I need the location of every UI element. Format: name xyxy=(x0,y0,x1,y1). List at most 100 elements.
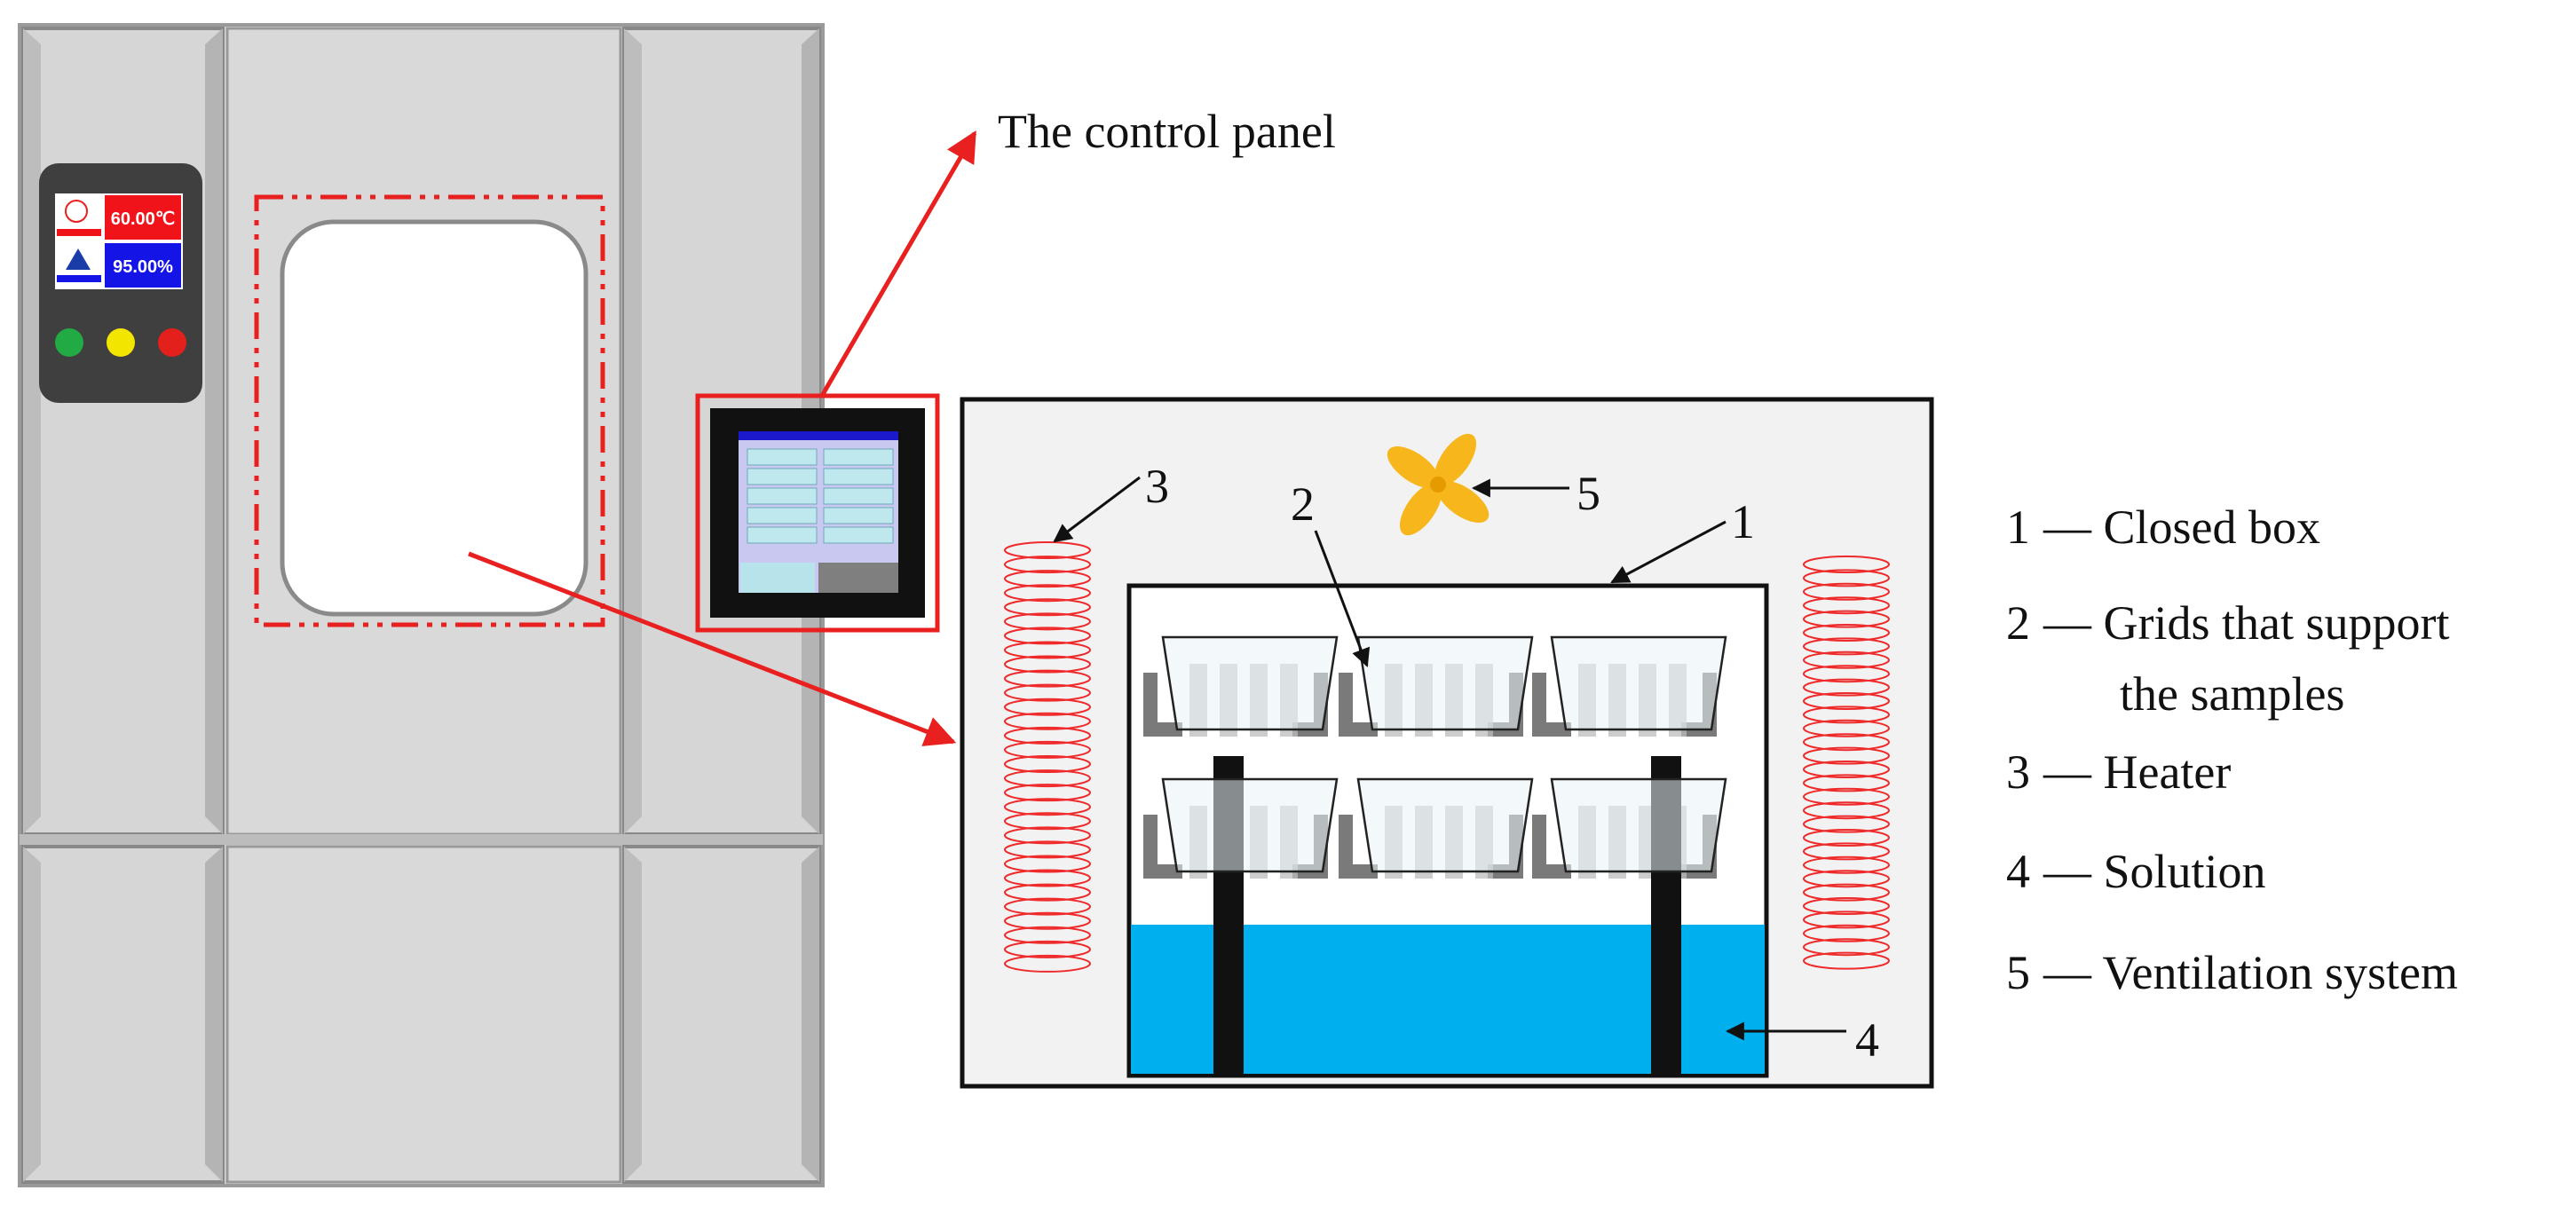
legend-text: — Ventilation system xyxy=(2043,946,2458,999)
heater-coil-loop xyxy=(1004,911,1091,930)
heater-coil-loop xyxy=(1803,870,1890,888)
callout-number-4: 4 xyxy=(1855,1013,1879,1067)
legend-number: 1 xyxy=(2006,501,2030,554)
heater-right xyxy=(1803,556,1890,970)
heater-coil-loop xyxy=(1004,883,1091,902)
heater-coil-loop xyxy=(1004,641,1091,659)
panel-bevel xyxy=(23,28,41,834)
fan-blade xyxy=(1436,481,1489,523)
control-screen-cell xyxy=(823,487,894,505)
callout-arrow-2 xyxy=(1314,530,1371,667)
grid-bracket xyxy=(1143,673,1158,737)
heater-coil-loop xyxy=(1004,740,1091,759)
grid-bracket xyxy=(1339,673,1353,737)
heater-coil-loop xyxy=(1004,954,1091,973)
heater-coil-loop xyxy=(1803,855,1890,874)
panel-bevel xyxy=(624,847,642,1182)
grid-bracket xyxy=(1339,864,1378,879)
heater-coil-loop xyxy=(1004,726,1091,745)
status-bar-blue xyxy=(57,275,101,282)
heater-coil-loop xyxy=(1004,669,1091,688)
heater-coil-loop xyxy=(1803,650,1890,669)
heater-coil-loop xyxy=(1803,761,1890,778)
heater-coil-loop xyxy=(1803,582,1890,601)
heater-coil-loop xyxy=(1004,940,1091,958)
control-screen-button-left xyxy=(740,563,815,593)
heater-coil-loop xyxy=(1004,712,1091,730)
sample-container xyxy=(1356,777,1534,873)
heater-coil-loop xyxy=(1803,951,1890,970)
sample-containers xyxy=(1161,635,1727,873)
cabinet: 60.00℃ 95.00% xyxy=(18,23,825,1187)
fan-blade xyxy=(1400,483,1442,536)
heater-coil-loop xyxy=(1004,541,1091,559)
heater-coil-loop xyxy=(1803,678,1890,697)
temperature-readout-bg xyxy=(105,195,181,240)
temperature-readout: 60.00℃ xyxy=(111,209,176,229)
legend-text: — Solution xyxy=(2043,845,2266,898)
heater-coil-loop xyxy=(1803,596,1890,615)
heater-coil-loop xyxy=(1803,610,1890,628)
heater-coil-loop xyxy=(1803,842,1890,861)
heater-coil-loop xyxy=(1004,698,1091,716)
observation-window xyxy=(280,219,589,617)
control-screen-cell xyxy=(823,526,894,544)
legend-item-5: 5 — Ventilation system xyxy=(2006,946,2458,999)
control-panel-highlight xyxy=(695,393,940,633)
heater-coil-loop xyxy=(1004,840,1091,859)
heater-coil-loop xyxy=(1803,829,1890,847)
panel-bevel xyxy=(802,847,819,1182)
window-zoom-arrow xyxy=(468,551,957,746)
heater-coil-loop xyxy=(1803,624,1890,642)
heater-coil-loop xyxy=(1803,883,1890,902)
legend-number: 2 xyxy=(2006,596,2030,650)
heater-coil-loop xyxy=(1004,926,1091,944)
control-screen-header xyxy=(739,431,898,440)
control-screen-cell xyxy=(747,507,818,524)
heater-coil-loop xyxy=(1803,774,1890,792)
heater-coil-loop xyxy=(1004,812,1091,831)
fan-icon xyxy=(1387,433,1489,536)
control-screen-cell xyxy=(747,526,818,544)
heater-coil-loop xyxy=(1803,733,1890,752)
legend-text-continued: the samples xyxy=(2120,667,2344,721)
cabinet-separator xyxy=(20,834,823,845)
legend-item-3: 3 — Heater xyxy=(2006,745,2231,799)
callout-number-1: 1 xyxy=(1731,495,1755,548)
heater-coil-loop xyxy=(1004,627,1091,645)
indicator-light-red xyxy=(158,328,186,357)
control-screen-button-right xyxy=(818,563,898,593)
heater-coil-loop xyxy=(1004,855,1091,873)
legend: 1 — Closed box 2 — Grids that support th… xyxy=(2006,501,2458,999)
humidity-icon xyxy=(66,248,91,270)
grid-bracket xyxy=(1143,864,1182,879)
legend-number: 5 xyxy=(2006,946,2030,999)
heater-coil-loop xyxy=(1004,897,1091,916)
grid-bracket xyxy=(1339,815,1353,879)
fan-blade xyxy=(1387,446,1440,488)
heater-coil-loop xyxy=(1004,584,1091,603)
heater-coil-loop xyxy=(1004,598,1091,617)
heater-coil-loop xyxy=(1803,924,1890,942)
interior-detail: 3 2 5 1 4 xyxy=(960,397,1934,1089)
fan-blade xyxy=(1434,433,1476,486)
heater-coil-loop xyxy=(1803,746,1890,765)
control-screen-cell xyxy=(823,507,894,524)
heater-coil-loop xyxy=(1803,556,1890,573)
status-display: 60.00℃ 95.00% xyxy=(39,163,202,403)
heater-left xyxy=(1004,541,1091,973)
heater-coil-loop xyxy=(1004,869,1091,887)
panel-bevel xyxy=(23,847,41,1182)
heater-coil-loop xyxy=(1803,938,1890,957)
callout-number-5: 5 xyxy=(1576,467,1600,520)
panel-bevel xyxy=(624,28,642,834)
cabinet-upper-left-panel xyxy=(21,27,225,836)
control-screen-grid xyxy=(747,448,894,544)
grid-bracket xyxy=(1532,815,1546,879)
heater-coil-loop xyxy=(1004,570,1091,588)
heater-coil-loop xyxy=(1004,826,1091,845)
indicator-light-green xyxy=(55,328,83,357)
heater-coil-loop xyxy=(1004,655,1091,674)
control-panel xyxy=(695,393,940,633)
heater-coil-loop xyxy=(1803,692,1890,710)
